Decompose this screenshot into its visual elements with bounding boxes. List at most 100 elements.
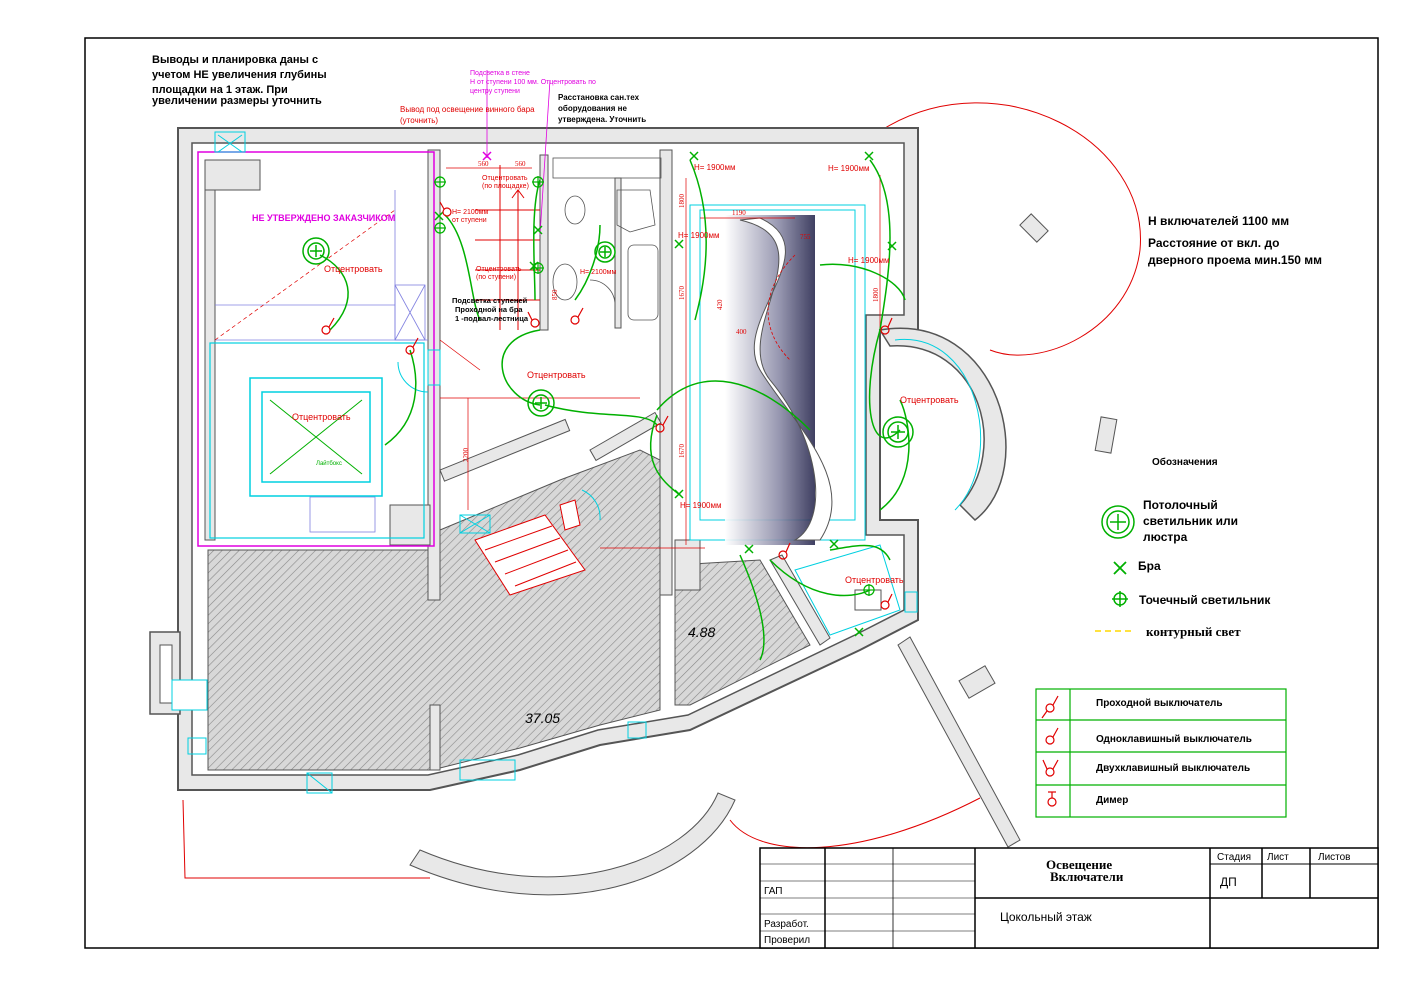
small-area-label: 4.88 [688, 624, 715, 640]
subtitle: Цокольный этаж [1000, 910, 1092, 924]
wine-bar-note-line: Вывод под освещение винного бара [400, 105, 535, 114]
switch-icon [405, 337, 419, 355]
legend-contour: контурный свет [1146, 624, 1241, 639]
wall-light-note: Подсветка в стене Н от ступени 100 мм. О… [470, 70, 596, 95]
spot-legend-icon [1112, 591, 1128, 607]
dimmer-icon [1047, 791, 1057, 807]
sanitary-note: Расстановка сан.тех оборудования не утве… [558, 93, 646, 124]
developed-label: Разработ. [764, 918, 809, 930]
dimension-label: 560 [515, 160, 526, 168]
legend: Обозначения Потолочный светильник или лю… [1138, 456, 1271, 639]
center-labels: Отцентровать Отцентровать Отцентровать О… [292, 264, 959, 585]
switch-table-row: Одноклавишный выключатель [1096, 734, 1252, 745]
dimension-lines [214, 167, 881, 549]
spot-light-icon [863, 584, 875, 596]
openings [187, 131, 918, 794]
legend-graphics [1095, 505, 1135, 632]
landing-label: (по ступени) [476, 274, 516, 281]
dimension-label: 2200 [462, 448, 470, 463]
general-notes: Н включателей 1100 мм Расстояние от вкл.… [1148, 214, 1322, 267]
center-label: Отцентровать [845, 575, 904, 585]
staircase-lower [474, 499, 586, 596]
checked-label: Проверил [764, 935, 810, 946]
sheets-header: Листов [1318, 852, 1351, 863]
dimension-label: 1670 [678, 286, 686, 301]
legend-ceiling-line: люстра [1143, 530, 1188, 544]
stair-light-note-line: 1 -подвал-лестница [455, 314, 529, 323]
lightbox [209, 342, 425, 539]
dimension-label: 1800 [872, 288, 880, 303]
not-approved-label: НЕ УТВЕРЖДЕНО ЗАКАЗЧИКОМ [252, 213, 395, 223]
stair-light-note-line: Подсветка ступеней [452, 296, 528, 305]
switch-icon [880, 317, 893, 335]
stage-header: Стадия [1217, 852, 1251, 863]
switch-table: Проходной выключатель Одноклавишный выкл… [1096, 698, 1252, 806]
gap-label: ГАП [764, 886, 783, 897]
ceiling-light-icon [527, 389, 555, 417]
distance-note-line: Расстояние от вкл. до [1148, 236, 1279, 250]
distance-note-line: дверного проема мин.150 мм [1148, 253, 1322, 267]
area-labels: 37.05 4.88 [525, 624, 715, 726]
sanitary-note-line: оборудования не [558, 104, 627, 113]
sheet-header: Лист [1267, 852, 1289, 863]
drawing-frame [84, 37, 1379, 949]
legend-spot: Точечный светильник [1139, 593, 1271, 607]
pass-switch-icon [1041, 695, 1059, 719]
legend-ceiling-line: светильник или [1143, 514, 1238, 528]
spot-light-icon [532, 176, 544, 188]
dimension-label: 420 [716, 299, 724, 310]
switch-table-icons [1041, 695, 1059, 807]
switch-height-note: Н включателей 1100 мм [1148, 214, 1289, 228]
stair-light-note: Подсветка ступеней Проходной на бра 1 -п… [452, 296, 529, 323]
title-line: Освещение [1046, 857, 1112, 872]
single-switch-icon [1045, 727, 1059, 745]
wall-light-note-line: Н от ступени 100 мм. Отцентровать по [470, 79, 596, 86]
staircase-upper [475, 165, 540, 330]
title-block-grid [759, 847, 1379, 949]
h1900-label: Н= 1900мм [694, 163, 735, 172]
legend-ceiling-line: Потолочный [1143, 498, 1218, 512]
top-note-line: площадки на 1 этаж. При [152, 84, 288, 96]
dimension-label: 1190 [732, 209, 746, 217]
pool [689, 204, 866, 545]
landing-label: Отцентровать [482, 175, 528, 182]
h1900-label: Н= 1900мм [828, 164, 869, 173]
dimension-label: 1800 [678, 194, 686, 209]
top-note: Выводы и планировка даны с учетом НЕ уве… [152, 54, 327, 107]
switch-icon [880, 593, 893, 610]
switch-table-row: Двухклавишный выключатель [1096, 763, 1250, 774]
switch-icon [527, 311, 540, 328]
center-label: Отцентровать [527, 370, 586, 380]
h1900-label: Н= 1900мм [848, 256, 889, 265]
step-height-label: Н= 2100мм [452, 209, 488, 216]
ceiling-light-icon [302, 237, 330, 265]
wall-light-note-line: центру ступени [470, 88, 520, 95]
top-note-line: увеличении размеры уточнить [152, 95, 322, 107]
wine-bar-note-line: (уточнить) [400, 116, 438, 125]
switch-icon [570, 307, 584, 325]
stage-value: ДП [1220, 875, 1237, 889]
landing-label: (по площадке) [482, 183, 529, 190]
ceiling-lights [302, 237, 914, 448]
magenta-outline [197, 70, 551, 547]
switches [321, 201, 893, 610]
top-note-line: учетом НЕ увеличения глубины [152, 69, 327, 81]
h1900-label: Н= 1900мм [680, 501, 721, 510]
switch-icon [439, 201, 452, 217]
bra-legend-icon [1113, 561, 1127, 575]
center-label: Отцентровать [324, 264, 383, 274]
ceiling-light-icon [594, 241, 616, 263]
sanitary-note-line: Расстановка сан.тех [558, 93, 640, 102]
dimension-label: 1670 [678, 444, 686, 459]
sanitary-note-line: утверждена. Уточнить [558, 115, 646, 124]
landing-labels: Отцентровать (по площадке) Отцентровать … [452, 175, 616, 281]
lightbox-label: Лайтбокс [316, 460, 342, 467]
switch-icon [321, 317, 335, 335]
ceiling-light-legend-icon [1101, 505, 1135, 539]
wiring-arcs [319, 159, 910, 661]
room-details [215, 190, 428, 533]
switch-table-row: Проходной выключатель [1096, 698, 1223, 709]
dimension-label: 850 [551, 289, 559, 300]
legend-title: Обозначения [1152, 456, 1218, 468]
sauna-corner [794, 544, 901, 636]
